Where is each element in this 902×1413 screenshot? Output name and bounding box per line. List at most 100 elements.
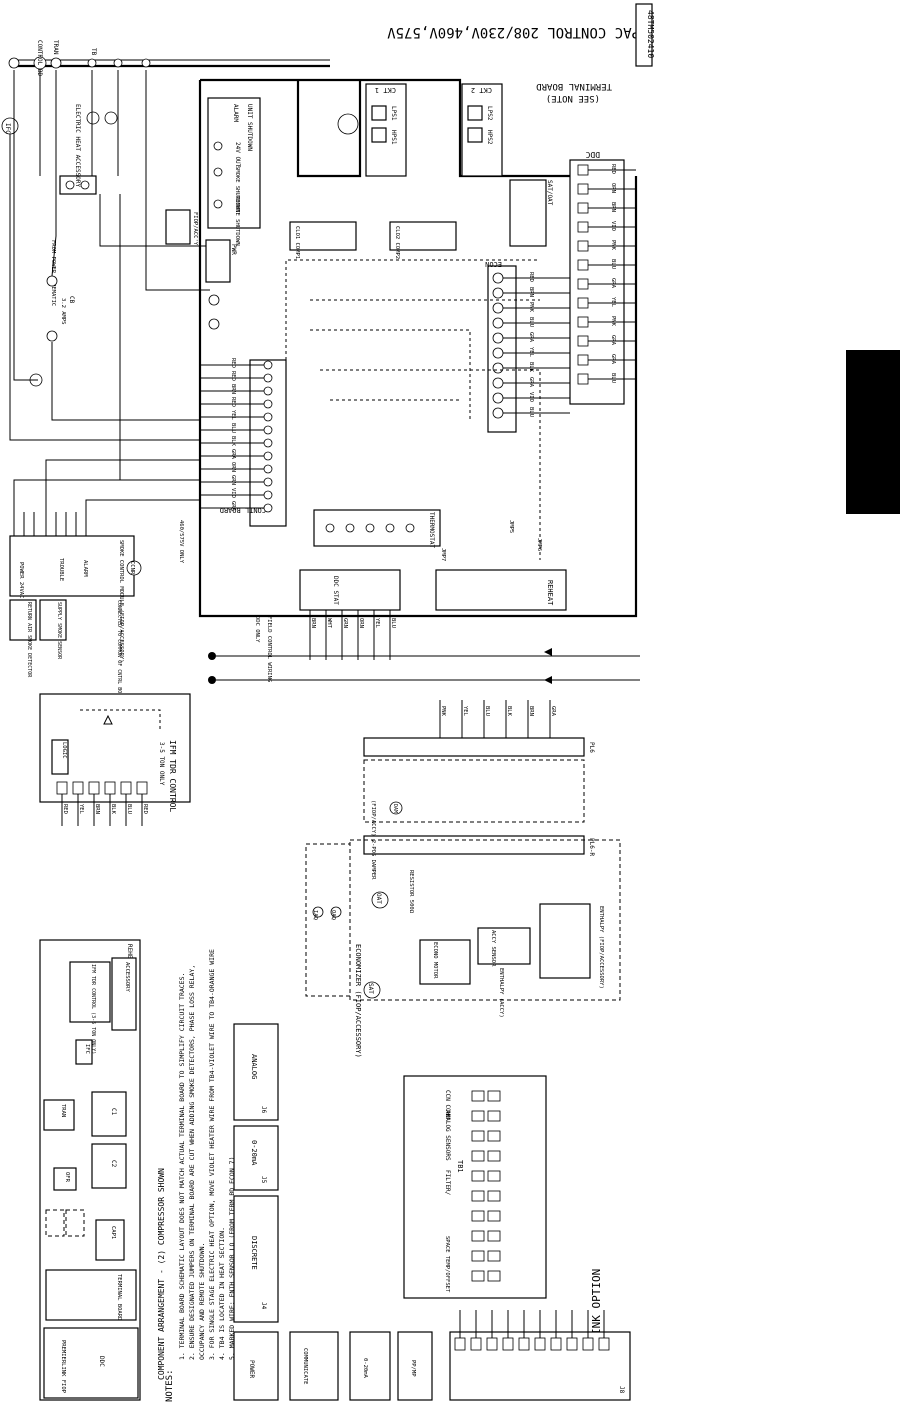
terminal-board-note: (SEE NOTE) [546,93,600,103]
smoke-trouble-label: TROUBLE [58,558,64,581]
premierlink-terminals [471,1090,501,1282]
label-pwr: PWR [230,244,237,255]
hps2-label: HPS2 [486,130,493,145]
ma-label: 0-20mA [250,1140,258,1166]
premierlink-terminal [487,1110,501,1122]
supply-label: SUPPLY SMOKE SENSOR [56,602,62,660]
econo-motor-label: ECONO MOTOR [432,942,438,979]
thermostat-label: THERMOSTAT [428,512,435,549]
label-from-power: FROM POWER SCHEMATIC [50,240,56,306]
ddc-terminal [577,183,589,195]
label-cb: CB [68,296,75,304]
ddc-terminal [577,259,589,271]
ifm-title: IFM TDR CONTROL [168,740,177,812]
lps1-label: LPS1 [390,106,397,121]
terminal-board: TERMINAL BOARD (SEE NOTE) CKT 1 LPS1 HPS… [198,78,638,618]
premierlink-terminal [471,1110,485,1122]
econ-terminal [492,302,504,314]
premierlink-terminal [471,1090,485,1102]
control-terminal [263,412,273,422]
label-alarm: ALARM [232,104,239,122]
j8-label: J8 [618,1386,625,1394]
analog-sensors-label: ANALOG SENSORS [444,1110,451,1161]
section-side-tab [846,350,900,514]
ddc-terminal [577,221,589,233]
pl6-wire-label: PNK [440,706,446,717]
econ-terminal [492,392,504,404]
econ-wire-label: GRA [528,377,534,388]
econ-wire-label: RED [528,272,534,282]
j6-label: J6 [260,1106,267,1114]
ddc-terminal [577,335,589,347]
econ-terminal [492,377,504,389]
econ-wire-label: BRN [528,287,534,297]
pl6-wire-label: GRA [550,706,556,717]
header-block: PAC CONTROL 208/230V,460V,575V 48TM50241… [387,3,655,67]
premierlink-terminal [471,1150,485,1162]
pl6-wire-label: BRN [528,706,534,716]
ddc-stat-wire-label: WHT [326,618,332,629]
ifm-terminal [136,781,148,795]
iaq-label: IAQ [312,910,318,920]
control-terminal [263,386,273,396]
econ-wire-label: PNK [528,302,534,313]
premierlink-option: PREMIERLINK OPTION TB1 ANALOG SENSORS FI… [233,1023,631,1401]
ddc-wire-label: GRA [610,278,616,289]
connection-markers [208,648,640,684]
thermostat-block: THERMOSTAT DDC STAT REHEAT JMP5 JMP6 JMP… [254,509,567,682]
note-line: 1. TERMINAL BOARD SCHEMATIC LAYOUT DOES … [178,973,186,1360]
terminal-board-title: TERMINAL BOARD [536,81,612,91]
pl6-label: PL6 [588,742,595,753]
j8-terminal [454,1337,466,1351]
component-arrangement: COMPONENT ARRANGEMENT - (2) COMPRESSOR S… [39,939,166,1401]
ddc-terminal [577,354,589,366]
ofr-arrangement: OFR [64,1172,70,1183]
smoke-power-label: POWER 24VAC [18,562,24,598]
note-line: 3. FOR SINGLE STAGE ELECTRIC HEAT OPTION… [208,949,216,1360]
control-wire-label: RED [230,358,236,368]
cap1-arrangement: CAP1 [110,1226,116,1239]
notes-title: NOTES: [165,1369,175,1402]
ddc-right-panel: DDC SAT/OAT ECON [485,150,625,433]
j8-terminal [486,1337,498,1351]
ddc-wire-label: GRA [610,354,616,365]
ccn-comm-label: CCN COMM [444,1090,451,1119]
doc-number: 48TM502410 [646,10,655,58]
premierlink-terminal [471,1270,485,1282]
reheat-label: REHEAT [546,580,554,606]
dam-label: DAM [392,804,398,813]
ddc-terminal [577,297,589,309]
compressor-connectors: CLO1 COMP1 CLO2 COMP2 [289,113,457,259]
ddc-terminal [577,202,589,214]
j8-terminal [582,1337,594,1351]
econ-wire-label: VIO [528,392,534,402]
smoke-alarm-label: ALARM [82,560,88,577]
oat-label: OAT [375,893,382,904]
j4-label: J4 [260,1302,267,1310]
hps1-label: HPS1 [390,130,397,145]
control-terminal [263,477,273,487]
pl6r-label: PL6-R [588,838,595,856]
pl6-wire-label: BLK [506,706,512,717]
comp-arrangement-title: COMPONENT ARRANGEMENT - (2) COMPRESSOR S… [157,1168,166,1380]
premierlink-arrangement: PREMIERLINK FIOP [60,1340,66,1394]
top-left-power-block: CONTROL BD TRAN TB IFC ELECTRIC HEAT ACC… [1,40,330,481]
discrete-label: DISCRETE [250,1236,258,1270]
pl6-wire-label: YEL [462,706,468,717]
comp1-label: CLO1 COMP1 [294,226,300,259]
control-wire-label: GRA [230,449,236,460]
note-line: 4. TB4 IS LOCATED IN HEAT SECTION. [218,1227,226,1360]
ddc-wire-label: YEL [610,297,616,308]
control-wire-label: YEL [230,410,236,421]
accessory-arrangement: ACCESSORY [124,962,130,992]
jmp6-label: JMP6 [536,538,542,551]
control-terminal [263,399,273,409]
econ-wire-label: GRA [528,332,534,343]
